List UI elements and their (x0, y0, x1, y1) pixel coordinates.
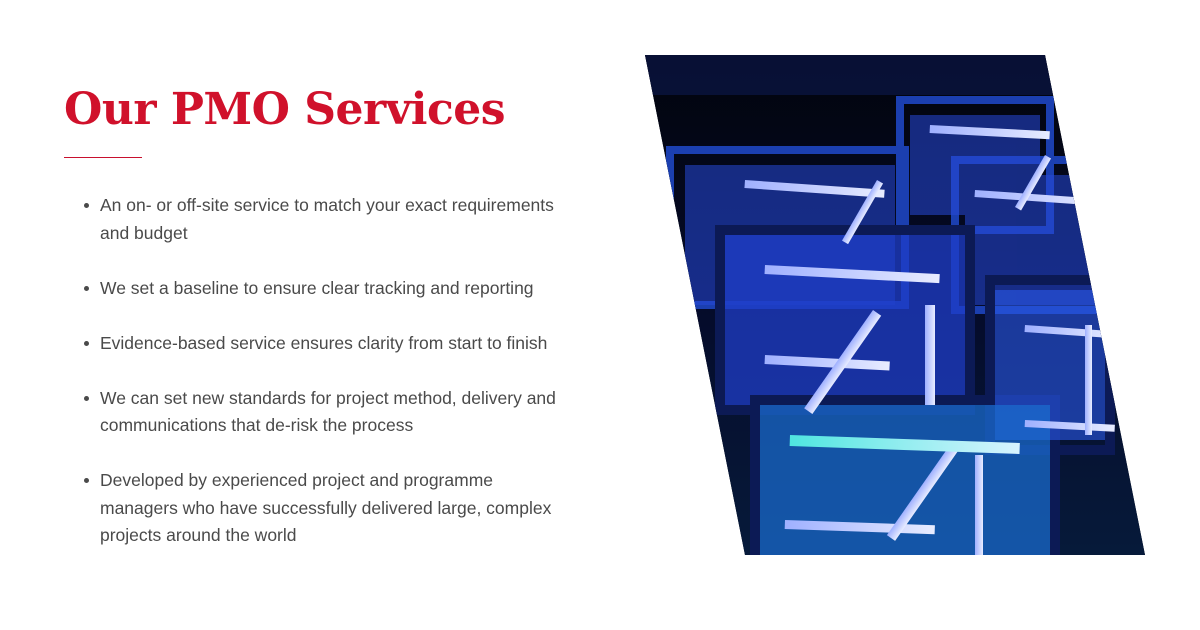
bullet-dot-icon (84, 285, 89, 291)
bullet-text: We can set new standards for project met… (100, 387, 556, 436)
bullet-text: Evidence-based service ensures clarity f… (100, 332, 548, 353)
bullet-dot-icon (84, 478, 89, 483)
bullet-item: Evidence-based service ensures clarity f… (84, 330, 575, 358)
bullet-text: Developed by experienced project and pro… (100, 470, 552, 545)
services-bullet-list: An on- or off-site service to match your… (84, 192, 575, 577)
bullet-item: We set a baseline to ensure clear tracki… (84, 275, 575, 303)
bullet-dot-icon (84, 395, 89, 401)
bullet-dot-icon (84, 340, 89, 346)
bullet-text: We set a baseline to ensure clear tracki… (100, 277, 534, 298)
bullet-item: An on- or off-site service to match your… (84, 192, 575, 247)
bullet-item: We can set new standards for project met… (84, 385, 575, 440)
page-title: Our PMO Services (64, 84, 506, 135)
bullet-dot-icon (84, 203, 89, 208)
title-underline-divider (64, 157, 142, 158)
bullet-text: An on- or off-site service to match your… (100, 195, 554, 243)
hero-image-blue-light-cubes (645, 55, 1145, 555)
bullet-item: Developed by experienced project and pro… (84, 467, 575, 550)
